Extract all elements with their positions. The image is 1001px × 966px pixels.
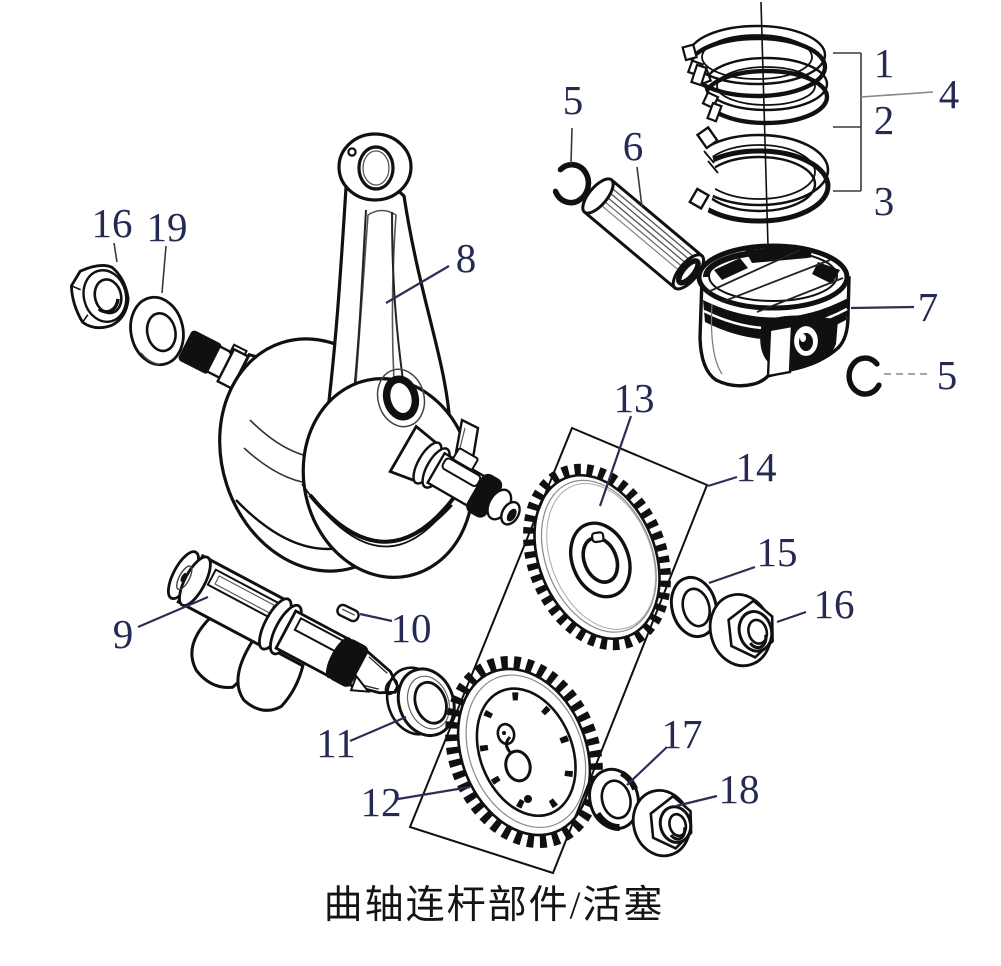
ring-set-bracket xyxy=(833,52,934,192)
oil-control-ring-drawing xyxy=(648,112,831,236)
washer-right-drawing xyxy=(669,575,719,639)
callout-19: 19 xyxy=(147,204,188,250)
callout-18: 18 xyxy=(719,766,760,812)
callout-9: 9 xyxy=(113,611,134,657)
callout-labels: 1 2 3 4 5 6 7 5 16 19 8 9 10 11 12 13 14… xyxy=(92,40,960,825)
crankshaft-drawing xyxy=(178,132,521,579)
callout-5-left: 5 xyxy=(563,77,584,123)
piston-pin-drawing xyxy=(581,177,706,291)
bearing-drawing xyxy=(385,666,456,738)
callout-4: 4 xyxy=(939,71,960,117)
flange-nut-end-drawing xyxy=(631,789,693,858)
callout-13: 13 xyxy=(614,375,655,421)
balance-gear-drawing xyxy=(445,655,603,849)
callout-5-right: 5 xyxy=(937,352,958,398)
leader-lines xyxy=(113,127,927,808)
timing-gear-drawing xyxy=(523,463,671,651)
callout-16-left: 16 xyxy=(92,200,133,246)
callout-11: 11 xyxy=(316,720,355,766)
circlip-left-drawing xyxy=(552,161,592,206)
callout-17: 17 xyxy=(662,711,703,757)
washer-left-drawing xyxy=(129,295,185,367)
callout-2: 2 xyxy=(874,97,895,143)
callout-1: 1 xyxy=(874,40,895,86)
callout-12: 12 xyxy=(361,779,402,825)
lock-washer-drawing xyxy=(588,767,640,832)
callout-14: 14 xyxy=(736,444,777,490)
gear-set-box-outline xyxy=(408,426,709,875)
top-compression-ring-drawing xyxy=(650,24,828,100)
balance-gear-center-details xyxy=(496,722,532,803)
callout-7: 7 xyxy=(918,284,939,330)
flange-nut-left-drawing xyxy=(70,264,130,330)
callout-6: 6 xyxy=(623,123,644,169)
balance-shaft-drawing xyxy=(167,550,400,712)
flange-nut-right-drawing xyxy=(708,593,774,668)
piston-drawing xyxy=(696,243,851,388)
callout-10: 10 xyxy=(391,605,432,651)
callout-15: 15 xyxy=(757,529,798,575)
callout-16-right: 16 xyxy=(814,581,855,627)
woodruff-key-drawing xyxy=(336,603,360,623)
diagram-caption: 曲轴连杆部件/活塞 xyxy=(324,884,665,927)
callout-3: 3 xyxy=(874,178,895,224)
callout-8: 8 xyxy=(456,235,477,281)
circlip-right-drawing xyxy=(846,355,882,397)
